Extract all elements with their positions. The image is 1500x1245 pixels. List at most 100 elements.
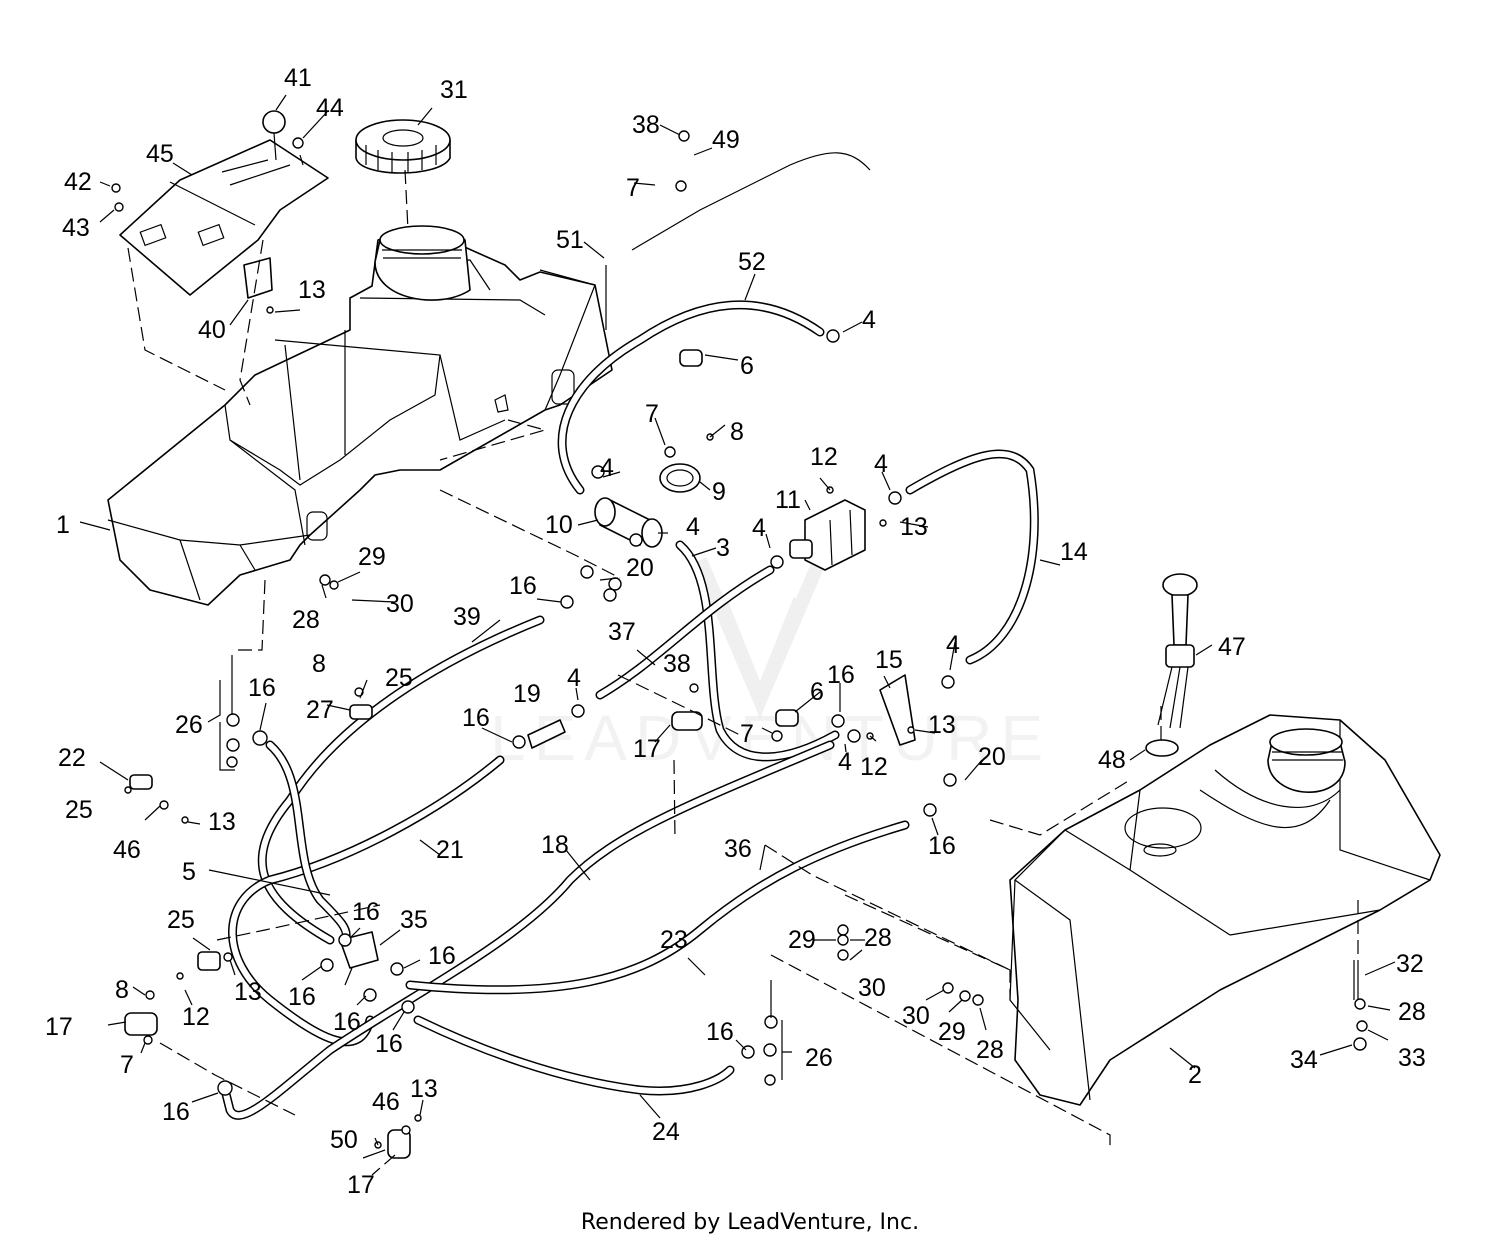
knob — [262, 110, 286, 161]
callout-21: 21 — [436, 836, 464, 864]
callout-16: 16 — [509, 572, 537, 600]
callout-46: 46 — [113, 836, 141, 864]
callout-45: 45 — [146, 140, 174, 168]
callout-37: 37 — [608, 618, 636, 646]
callout-5: 5 — [182, 858, 196, 886]
callout-1: 1 — [56, 511, 70, 539]
callout-50: 50 — [330, 1126, 358, 1154]
callout-38: 38 — [663, 650, 691, 678]
callout-7: 7 — [626, 174, 640, 202]
filler-neck-left — [374, 225, 471, 301]
callout-17: 17 — [45, 1013, 73, 1041]
callout-29: 29 — [788, 926, 816, 954]
callout-48: 48 — [1098, 746, 1126, 774]
hoses — [220, 300, 1039, 1120]
callout-10: 10 — [545, 511, 573, 539]
callout-47: 47 — [1218, 633, 1246, 661]
callout-24: 24 — [652, 1118, 680, 1146]
callout-28: 28 — [292, 606, 320, 634]
callout-28: 28 — [976, 1036, 1004, 1064]
callout-44: 44 — [316, 94, 344, 122]
callout-23: 23 — [660, 926, 688, 954]
callout-36: 36 — [724, 835, 752, 863]
fitting-19 — [527, 719, 566, 749]
callout-13: 13 — [208, 808, 236, 836]
fuel-pump — [789, 499, 866, 571]
callout-6: 6 — [810, 678, 824, 706]
callout-39: 39 — [453, 603, 481, 631]
filler-neck-right — [1267, 728, 1346, 793]
callout-29: 29 — [938, 1018, 966, 1046]
callout-49: 49 — [712, 126, 740, 154]
callout-40: 40 — [198, 316, 226, 344]
callout-25: 25 — [167, 906, 195, 934]
fuel-cap — [355, 119, 451, 174]
callout-16: 16 — [162, 1098, 190, 1126]
callout-16: 16 — [428, 942, 456, 970]
callout-27: 27 — [306, 696, 334, 724]
callout-4: 4 — [567, 664, 581, 692]
callout-12: 12 — [810, 443, 838, 471]
callout-20: 20 — [978, 743, 1006, 771]
callout-30: 30 — [386, 590, 414, 618]
callout-13: 13 — [234, 978, 262, 1006]
left-fuel-tank — [107, 227, 613, 606]
callout-13: 13 — [410, 1075, 438, 1103]
callout-16: 16 — [288, 983, 316, 1011]
callout-13: 13 — [298, 276, 326, 304]
callout-30: 30 — [858, 974, 886, 1002]
callout-16: 16 — [375, 1030, 403, 1058]
callout-4: 4 — [838, 748, 852, 776]
callout-28: 28 — [864, 924, 892, 952]
bolt-32 — [1353, 960, 1359, 1000]
callout-25: 25 — [385, 664, 413, 692]
leader-lines — [79, 94, 1396, 1159]
callout-20: 20 — [626, 554, 654, 582]
callout-34: 34 — [1290, 1046, 1318, 1074]
callout-15: 15 — [875, 646, 903, 674]
grommet — [1145, 739, 1179, 757]
callout-8: 8 — [115, 976, 129, 1004]
callout-28: 28 — [1398, 998, 1426, 1026]
callout-30: 30 — [902, 1002, 930, 1030]
nut-43 — [114, 202, 124, 212]
hardware — [124, 130, 1368, 1149]
callout-26: 26 — [805, 1044, 833, 1072]
callout-4: 4 — [752, 514, 766, 542]
callout-26: 26 — [175, 711, 203, 739]
callout-29: 29 — [358, 543, 386, 571]
callout-3: 3 — [716, 534, 730, 562]
callout-13: 13 — [928, 711, 956, 739]
callout-32: 32 — [1396, 950, 1424, 978]
callout-16: 16 — [352, 898, 380, 926]
callout-16: 16 — [248, 674, 276, 702]
knob-small — [292, 137, 304, 149]
screw-13-top — [266, 306, 274, 314]
callout-8: 8 — [730, 418, 744, 446]
callout-17: 17 — [347, 1171, 375, 1199]
callout-18: 18 — [541, 831, 569, 859]
callout-25: 25 — [65, 796, 93, 824]
control-plate — [119, 139, 329, 299]
callout-16: 16 — [706, 1018, 734, 1046]
callout-19: 19 — [513, 680, 541, 708]
clamps — [124, 349, 799, 1159]
callout-43: 43 — [62, 214, 90, 242]
callout-13: 13 — [900, 513, 928, 541]
callout-16: 16 — [827, 661, 855, 689]
callout-52: 52 — [738, 248, 766, 276]
reference-lines — [127, 169, 1359, 1176]
callout-16: 16 — [462, 704, 490, 732]
callout-16: 16 — [928, 832, 956, 860]
callout-9: 9 — [712, 478, 726, 506]
callout-7: 7 — [120, 1051, 134, 1079]
callout-38: 38 — [632, 111, 660, 139]
callout-41: 41 — [284, 64, 312, 92]
callout-6: 6 — [740, 352, 754, 380]
callout-4: 4 — [946, 631, 960, 659]
callout-4: 4 — [600, 454, 614, 482]
callout-35: 35 — [400, 906, 428, 934]
callout-17: 17 — [633, 735, 661, 763]
callout-4: 4 — [862, 306, 876, 334]
